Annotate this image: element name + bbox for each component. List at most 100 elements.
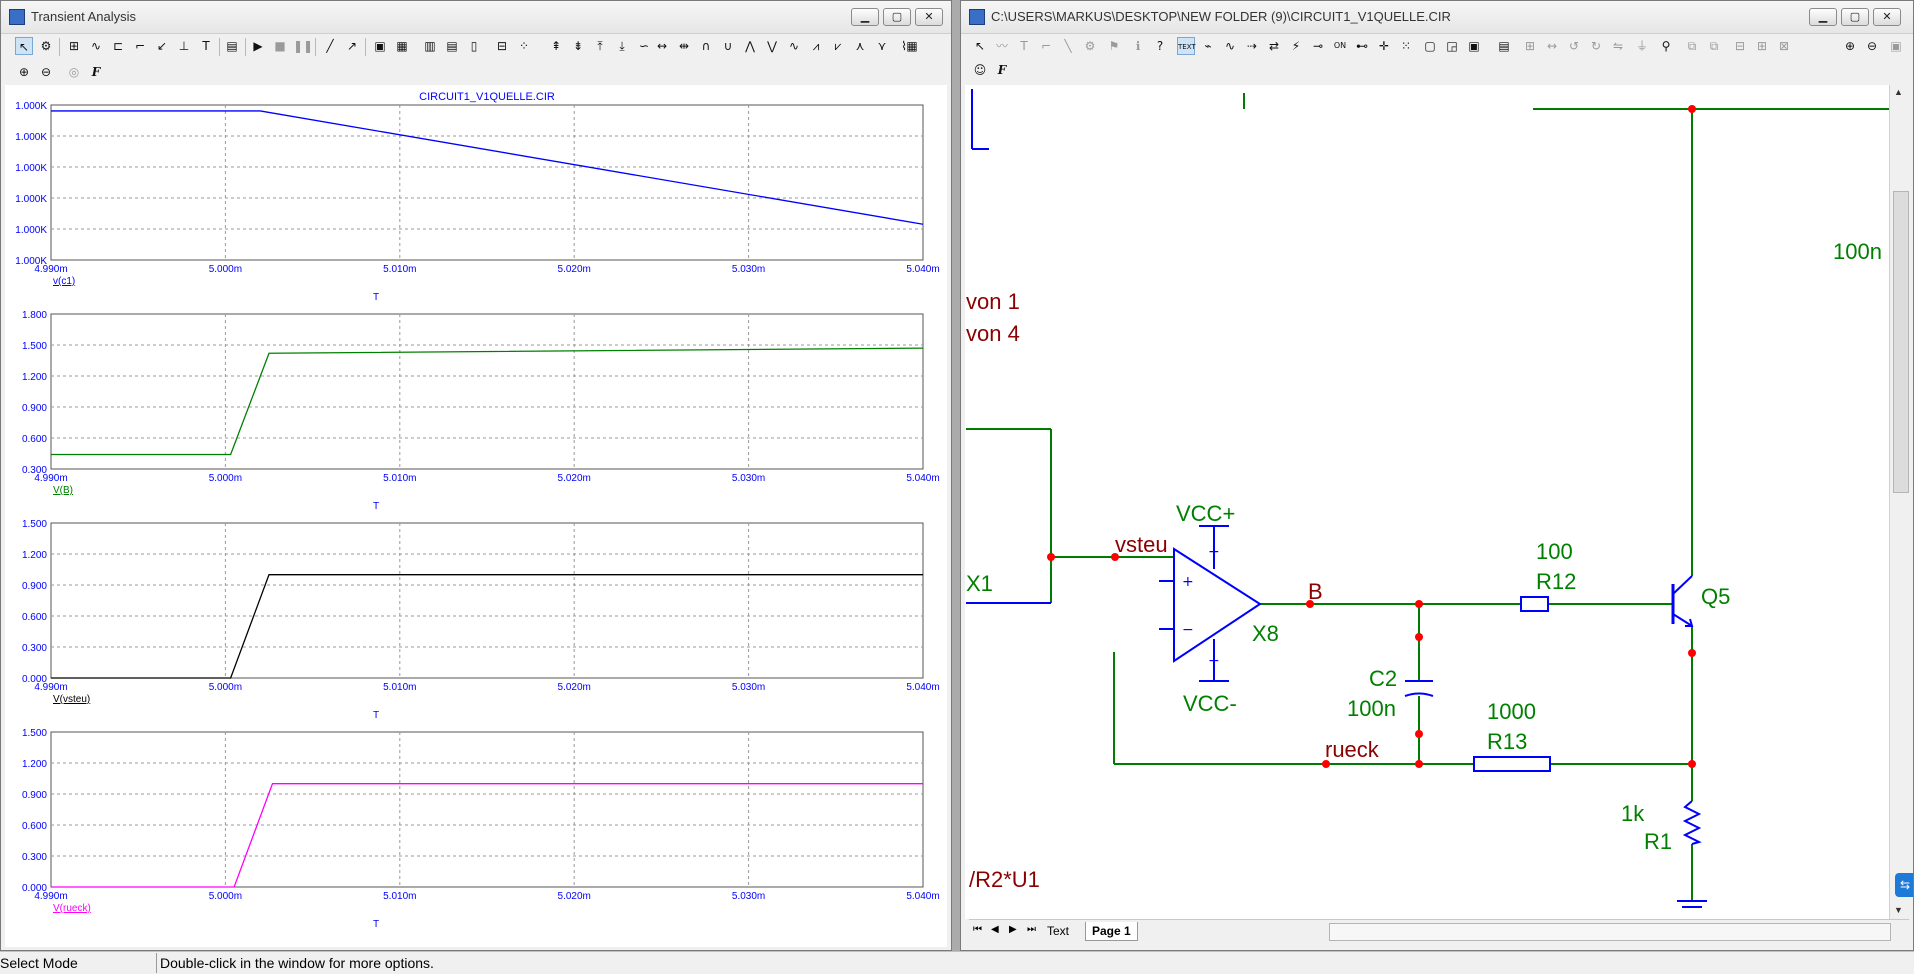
low-icon[interactable]: ⤓: [619, 39, 625, 53]
wave-a-icon[interactable]: ∩: [701, 39, 711, 53]
horizontal-scrollbar[interactable]: [1329, 923, 1891, 941]
wave-c-icon[interactable]: ⋀: [745, 39, 755, 53]
font-icon[interactable]: F: [91, 65, 101, 79]
font-icon[interactable]: F: [997, 63, 1007, 77]
table-icon[interactable]: ▦: [906, 39, 918, 53]
dots-grid-icon[interactable]: ⁙: [1400, 39, 1412, 53]
data-points-icon[interactable]: ⁘: [518, 39, 530, 53]
minimize-button[interactable]: ▁: [1809, 8, 1837, 26]
series-label[interactable]: V(B): [53, 485, 73, 496]
minimize-button[interactable]: ▁: [851, 8, 879, 26]
legend-icon[interactable]: ⊟: [496, 39, 508, 53]
rotate-right-icon[interactable]: ↻: [1590, 39, 1602, 53]
arrow-line-icon[interactable]: ↗: [346, 39, 358, 53]
cross-icon[interactable]: ✛: [1378, 39, 1390, 53]
layout-b-icon[interactable]: ⊞: [1756, 39, 1768, 53]
close-button[interactable]: ✕: [915, 8, 943, 26]
schematic-canvas[interactable]: von 1 von 4 100n X1 vsteu VCC+ VCC- X8 B…: [965, 85, 1911, 919]
wave-i-icon[interactable]: ⋎: [877, 39, 887, 53]
tab-page-1[interactable]: Page 1: [1085, 922, 1138, 941]
pause-icon[interactable]: ❚❚: [293, 39, 314, 53]
page-icon[interactable]: ▣: [1468, 39, 1480, 53]
valley-icon[interactable]: ⇟: [572, 39, 584, 53]
condition-icon[interactable]: ⚡: [1291, 39, 1301, 53]
next-icon[interactable]: ↔: [656, 39, 668, 53]
power-icon[interactable]: ⇄: [1268, 39, 1280, 53]
major-grid-icon[interactable]: ▤: [446, 39, 458, 53]
node-numbers-icon[interactable]: ⌁: [1204, 39, 1212, 53]
cursor-mode-icon[interactable]: ⊏: [112, 39, 124, 53]
line-icon[interactable]: ╱: [326, 39, 334, 53]
last-page-icon[interactable]: ⏭: [1027, 924, 1036, 935]
scroll-thumb[interactable]: [1893, 191, 1909, 493]
next-page-icon[interactable]: ▶: [1009, 924, 1017, 935]
rotate-left-icon[interactable]: ↺: [1568, 39, 1580, 53]
info-icon[interactable]: ℹ: [1135, 39, 1141, 53]
text-toggle-icon[interactable]: TEXT: [1177, 37, 1196, 55]
wire-icon[interactable]: 〰: [995, 39, 1008, 53]
line-icon[interactable]: ╲: [1064, 39, 1072, 53]
scroll-down-arrow-icon[interactable]: ▼: [1894, 905, 1903, 915]
pin-tool-icon[interactable]: ⏚: [1635, 39, 1648, 53]
wave-h-icon[interactable]: ⋏: [855, 39, 865, 53]
text-icon[interactable]: T: [1020, 39, 1028, 53]
grid-icon[interactable]: ▦: [396, 39, 408, 53]
zoom-out-icon[interactable]: ⊖: [1866, 39, 1878, 53]
properties-icon[interactable]: ⊞: [68, 39, 80, 53]
mirror-icon[interactable]: ⇋: [1612, 39, 1624, 53]
on-off-icon[interactable]: ON: [1333, 41, 1347, 50]
teamviewer-icon[interactable]: ⇆: [1895, 873, 1913, 897]
copy-a-icon[interactable]: ⧉: [1687, 39, 1697, 53]
zoom-out-icon[interactable]: ⊖: [40, 65, 52, 79]
maximize-button[interactable]: ▢: [883, 8, 911, 26]
align-icon[interactable]: ⊞: [1524, 39, 1536, 53]
find-icon[interactable]: ⚲: [1661, 39, 1671, 53]
flag-icon[interactable]: ⚑: [1108, 39, 1120, 53]
wave-j-icon[interactable]: ⌇: [901, 39, 907, 53]
fit-icon[interactable]: ▣: [1890, 39, 1902, 53]
node-voltages-icon[interactable]: ∿: [1224, 39, 1236, 53]
help-icon[interactable]: ?: [1156, 39, 1164, 53]
text-icon[interactable]: T: [202, 39, 210, 53]
smiley-icon[interactable]: ☺: [973, 63, 987, 77]
component-icon[interactable]: ⚙: [1084, 39, 1096, 53]
prev-icon[interactable]: ⇹: [678, 39, 690, 53]
pin-icon[interactable]: ⊸: [1312, 39, 1324, 53]
close-button[interactable]: ✕: [1873, 8, 1901, 26]
layout-c-icon[interactable]: ⊠: [1778, 39, 1790, 53]
point-tag-icon[interactable]: ↙: [156, 39, 168, 53]
select-arrow-icon[interactable]: ↖: [974, 39, 986, 53]
box-icon[interactable]: ▣: [374, 39, 386, 53]
scale-icon[interactable]: ⚙: [40, 39, 52, 53]
layout-a-icon[interactable]: ⊟: [1734, 39, 1746, 53]
properties-icon[interactable]: ▤: [1498, 39, 1510, 53]
high-icon[interactable]: ⤒: [597, 39, 603, 53]
series-label[interactable]: V(rueck): [53, 903, 91, 914]
maximize-button[interactable]: ▢: [1841, 8, 1869, 26]
tag-icon[interactable]: ⌐: [134, 39, 146, 53]
stop-icon[interactable]: ■: [274, 39, 286, 53]
pin-connections-icon[interactable]: ⊷: [1356, 39, 1368, 53]
select-arrow-icon[interactable]: ↖: [15, 37, 33, 55]
title-block-icon[interactable]: ◲: [1446, 39, 1458, 53]
minor-grid-icon[interactable]: ▥: [424, 39, 436, 53]
wave-e-icon[interactable]: ∿: [788, 39, 800, 53]
tab-text[interactable]: Text: [1047, 924, 1070, 938]
options-icon[interactable]: ▤: [226, 39, 238, 53]
waveform-icon[interactable]: ∿: [90, 39, 102, 53]
series-label[interactable]: v(c1): [53, 276, 75, 287]
wave-b-icon[interactable]: ∪: [723, 39, 733, 53]
clear-icon[interactable]: ◎: [68, 65, 80, 79]
wave-f-icon[interactable]: ⩘: [812, 39, 820, 53]
zoom-in-icon[interactable]: ⊕: [1844, 39, 1856, 53]
border-icon[interactable]: ▢: [1424, 39, 1436, 53]
scroll-up-arrow-icon[interactable]: ▲: [1894, 87, 1903, 97]
prev-page-icon[interactable]: ◀: [991, 924, 999, 935]
current-icon[interactable]: ⇢: [1246, 39, 1258, 53]
vertical-scrollbar[interactable]: ▲ ▼: [1889, 85, 1912, 919]
